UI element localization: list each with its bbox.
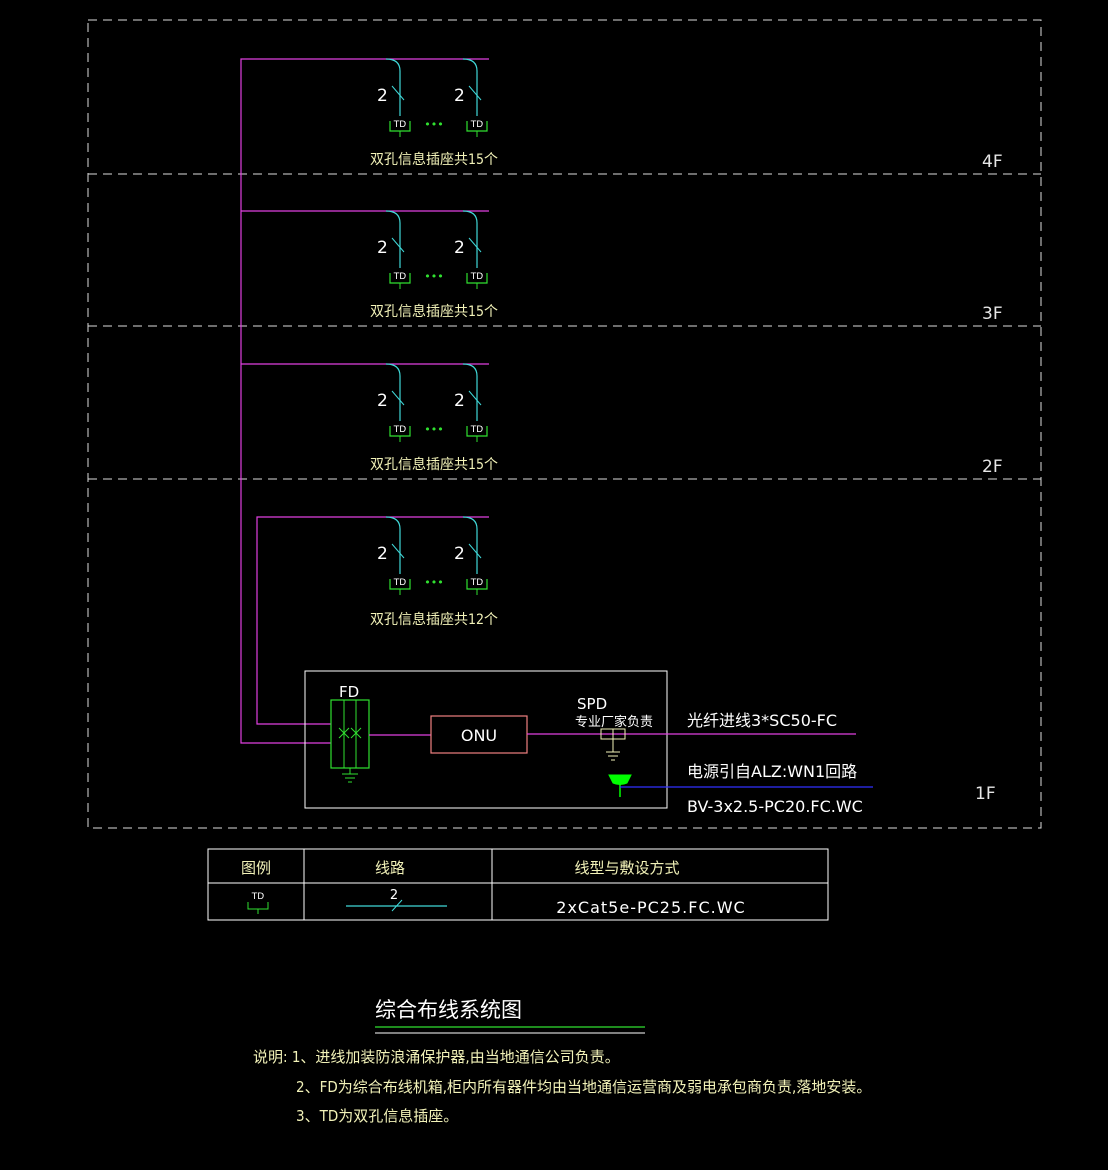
building-frame bbox=[87, 19, 1042, 829]
outlet-ellipsis: ••• bbox=[424, 423, 443, 436]
wire-count-label: 2 bbox=[377, 544, 388, 564]
legend-spec-text: 2xCat5e-PC25.FC.WC bbox=[556, 898, 745, 917]
floor-label-3f: 3F bbox=[982, 304, 1003, 324]
td-label: TD bbox=[470, 120, 483, 130]
note-1: 说明: 1、进线加装防浪涌保护器,由当地通信公司负责。 bbox=[253, 1048, 620, 1066]
note-3: 3、TD为双孔信息插座。 bbox=[296, 1107, 458, 1125]
td-outlet-icon: 2TD bbox=[454, 363, 488, 442]
td-label: TD bbox=[393, 120, 406, 130]
td-label: TD bbox=[470, 272, 483, 282]
fd-ground-icon bbox=[342, 768, 358, 783]
riser-1f-cable bbox=[256, 516, 489, 725]
spd-ground-icon bbox=[606, 739, 620, 761]
fd-label: FD bbox=[339, 683, 359, 701]
td-label: TD bbox=[393, 578, 406, 588]
td-outlet-icon: 2TD bbox=[454, 516, 488, 595]
td-label: TD bbox=[470, 578, 483, 588]
outlet-ellipsis: ••• bbox=[424, 576, 443, 589]
legend-table: 图例 线路 线型与敷设方式 TD 2 2xCat5e-PC25.FC.WC bbox=[207, 848, 829, 921]
outlet-count-3f: 双孔信息插座共15个 bbox=[370, 303, 498, 320]
wire-count-label: 2 bbox=[377, 86, 388, 106]
spd-label: SPD bbox=[577, 695, 607, 713]
td-outlet-icon: 2TD bbox=[377, 363, 411, 442]
equipment-cabinet-frame bbox=[304, 670, 668, 809]
spd-note: 专业厂家负责 bbox=[575, 714, 653, 730]
td-label: TD bbox=[393, 272, 406, 282]
diagram-title: 综合布线系统图 bbox=[375, 998, 522, 1022]
onu-label: ONU bbox=[461, 726, 497, 745]
td-outlet-icon: 2TD bbox=[377, 210, 411, 289]
legend-header-line: 线路 bbox=[375, 859, 405, 877]
td-outlet-icon: 2TD bbox=[454, 58, 488, 137]
spd-icon bbox=[600, 728, 626, 761]
wire-count-label: 2 bbox=[377, 238, 388, 258]
fd-box: FD bbox=[330, 683, 370, 783]
fiber-incoming-label: 光纤进线3*SC50-FC bbox=[687, 711, 837, 730]
legend-header-symbol: 图例 bbox=[241, 859, 271, 877]
td-outlet-icon: 2TD bbox=[377, 516, 411, 595]
power-socket-icon bbox=[608, 774, 632, 797]
legend-td-symbol: TD bbox=[247, 892, 269, 914]
wire-count-label: 2 bbox=[377, 391, 388, 411]
svg-text:2: 2 bbox=[390, 888, 398, 903]
legend-line-symbol: 2 bbox=[346, 888, 447, 912]
outlet-count-1f: 双孔信息插座共12个 bbox=[370, 611, 498, 628]
floor-label-1f: 1F bbox=[975, 784, 996, 804]
td-label: TD bbox=[470, 425, 483, 435]
outlet-ellipsis: ••• bbox=[424, 270, 443, 283]
outlet-count-2f: 双孔信息插座共15个 bbox=[370, 456, 498, 473]
outlet-count-4f: 双孔信息插座共15个 bbox=[370, 151, 498, 168]
outlet-ellipsis: ••• bbox=[424, 118, 443, 131]
wire-count-label: 2 bbox=[454, 544, 465, 564]
wire-count-label: 2 bbox=[454, 238, 465, 258]
floor-label-4f: 4F bbox=[982, 152, 1003, 172]
riser-main-cable bbox=[240, 58, 489, 744]
note-2: 2、FD为综合布线机箱,柜内所有器件均由当地通信运营商及弱电承包商负责,落地安装… bbox=[296, 1078, 871, 1096]
wire-count-label: 2 bbox=[454, 391, 465, 411]
riser-cables bbox=[240, 58, 489, 744]
td-outlet-icon: 2TD bbox=[454, 210, 488, 289]
power-cable-label: BV-3x2.5-PC20.FC.WC bbox=[687, 797, 863, 816]
td-outlet-icon: 2TD bbox=[377, 58, 411, 137]
td-label: TD bbox=[393, 425, 406, 435]
wire-count-label: 2 bbox=[454, 86, 465, 106]
legend-header-spec: 线型与敷设方式 bbox=[574, 859, 679, 877]
power-source-label: 电源引自ALZ:WN1回路 bbox=[687, 762, 857, 781]
floor-label-2f: 2F bbox=[982, 457, 1003, 477]
svg-text:TD: TD bbox=[251, 892, 264, 902]
